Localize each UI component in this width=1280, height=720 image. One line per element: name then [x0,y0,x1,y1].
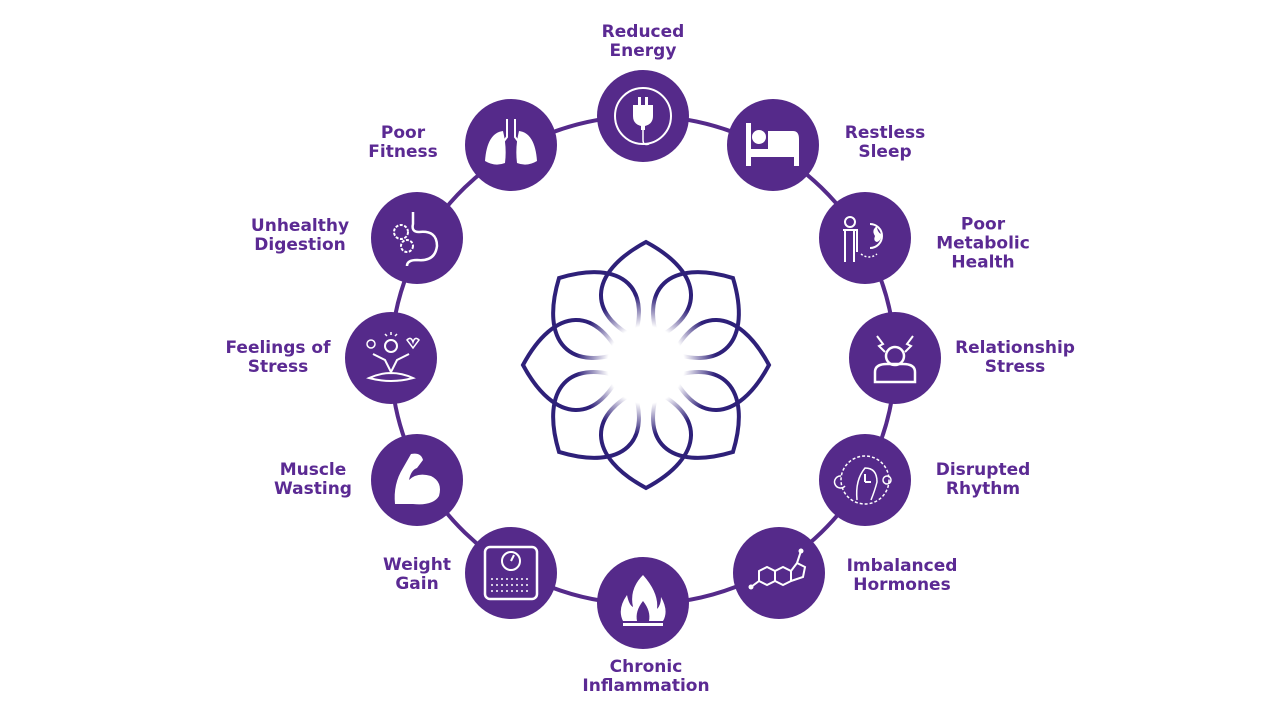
lungs-icon [485,119,537,165]
node-circle [849,312,941,404]
symptom-node [371,434,463,526]
symptom-node [371,192,463,284]
symptom-node [733,527,825,619]
symptom-node [345,312,437,404]
symptom-node [465,527,557,619]
flame-icon [620,575,666,626]
metabolism-icon [843,216,883,262]
symptom-node [849,312,941,404]
lotus-logo [520,239,772,491]
lotus-center-glow [576,295,716,435]
flexed-arm-icon [394,453,440,505]
symptom-node [597,557,689,649]
node-circle [465,527,557,619]
symptom-node [727,99,819,191]
node-circle [371,192,463,284]
meditation-icon [366,332,420,382]
symptom-node [465,99,557,191]
node-circle [345,312,437,404]
circadian-clock-icon [833,455,892,505]
node-circle [733,527,825,619]
steroid-molecule-icon [748,548,807,590]
stressed-person-icon [873,335,917,384]
bed-icon [746,123,799,166]
scale-icon [483,545,539,601]
node-circle [465,99,557,191]
symptom-node [597,70,689,162]
node-circle [819,192,911,284]
plug-icon [614,87,672,146]
symptom-node [819,192,911,284]
stomach-gears-icon [393,212,439,267]
symptom-node [819,434,911,526]
